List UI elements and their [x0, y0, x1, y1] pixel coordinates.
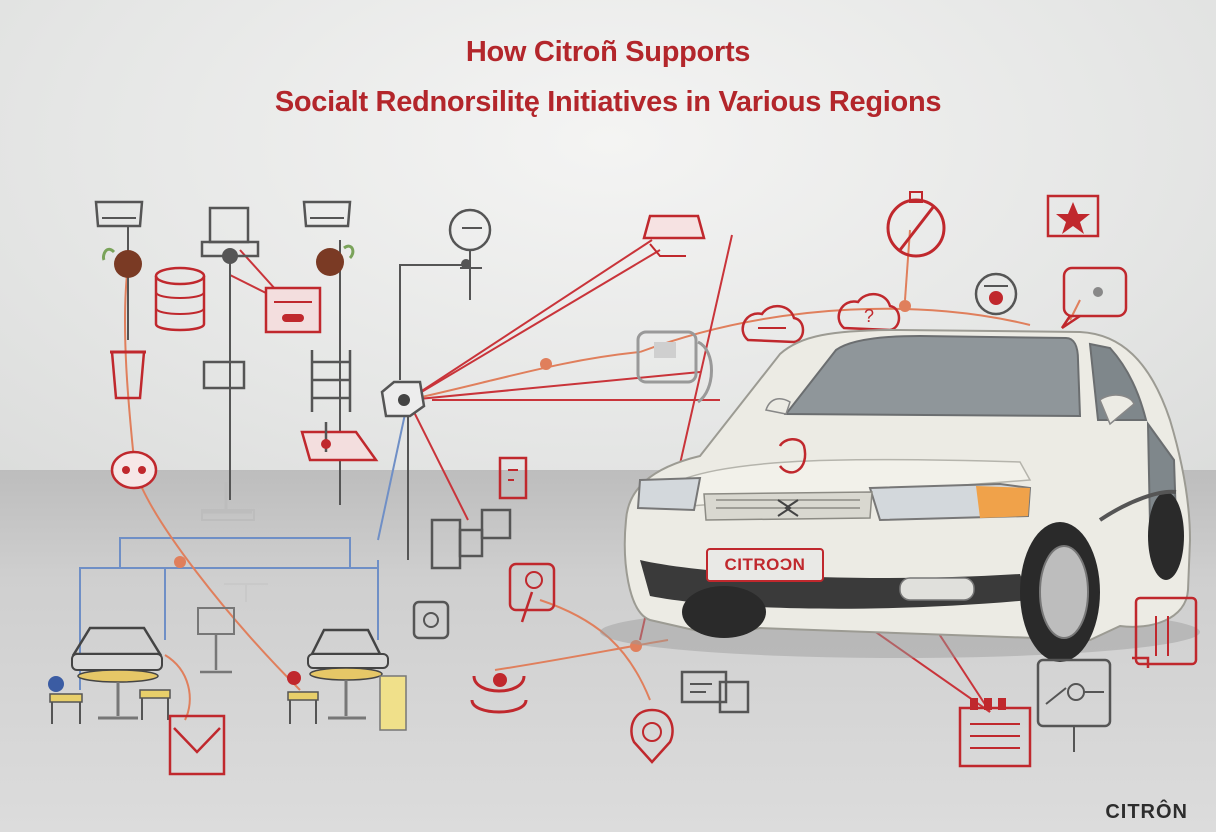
flask-icon	[508, 562, 556, 623]
seat-icon	[470, 673, 528, 714]
ladder-icon	[310, 350, 352, 412]
monitor-stand-icon	[201, 482, 255, 521]
location-pin-icon	[630, 708, 674, 764]
camera-icon	[430, 508, 512, 570]
rear-wheel	[1148, 492, 1184, 580]
diagram-title-line-2: Socialt Rednorsilitę Initiatives in Vari…	[274, 86, 942, 118]
diagram-title-line-1: How Citroñ Supports	[465, 36, 751, 68]
junction-dot	[540, 358, 552, 370]
document-tray-icon	[264, 286, 322, 334]
side-mirror	[1099, 394, 1135, 426]
meeting-table-icon	[48, 626, 171, 724]
junction-dot	[630, 640, 642, 652]
junction-dots	[174, 300, 911, 652]
hub-node-icon	[380, 380, 426, 418]
fog-light	[899, 577, 975, 601]
mail-envelope-icon	[168, 714, 226, 776]
food-basket-icon	[302, 200, 355, 276]
cart-icon	[642, 214, 706, 257]
printer-icon	[680, 670, 750, 714]
no-entry-icon	[886, 191, 946, 258]
cup-icon	[110, 350, 146, 400]
question-cloud-icon	[741, 305, 805, 344]
blue-connectors	[79, 399, 409, 690]
question-cloud-icon: ?	[837, 293, 901, 332]
coin-stack-icon	[110, 450, 158, 490]
door-panel-icon	[1132, 596, 1198, 668]
brand-logo-text: CITRÔN	[1105, 801, 1188, 823]
control-panel-icon	[1036, 658, 1112, 752]
license-plate: CITROƆN	[706, 548, 824, 582]
meeting-table-icon	[287, 628, 407, 731]
junction-dot	[174, 556, 186, 568]
face-icon	[974, 272, 1018, 316]
dashboard-board-icon	[636, 330, 713, 404]
side-trim	[1098, 489, 1177, 522]
junction-dot	[899, 300, 911, 312]
chat-bubble-icon	[1060, 266, 1128, 330]
question-mark: ?	[864, 306, 874, 326]
monitor-icon	[202, 360, 246, 390]
side-mirror	[765, 397, 791, 415]
signpost-icon	[300, 422, 379, 462]
left-headlight	[636, 476, 702, 512]
easel-icon	[197, 583, 268, 674]
car-badge-icon	[498, 456, 528, 500]
monitor-stand-icon	[200, 206, 260, 264]
battery-pack-icon	[958, 698, 1032, 768]
location-pin-icon	[778, 438, 807, 474]
food-basket-icon	[94, 200, 144, 278]
front-left-wheel	[682, 586, 766, 638]
hatchback-car	[600, 328, 1200, 662]
robot-head-icon	[448, 208, 492, 300]
star-banner-icon	[1046, 194, 1100, 238]
database-icon	[154, 266, 206, 332]
chevron-logo-icon	[777, 499, 799, 517]
windshield	[783, 334, 1082, 418]
tablet-icon	[412, 600, 450, 640]
